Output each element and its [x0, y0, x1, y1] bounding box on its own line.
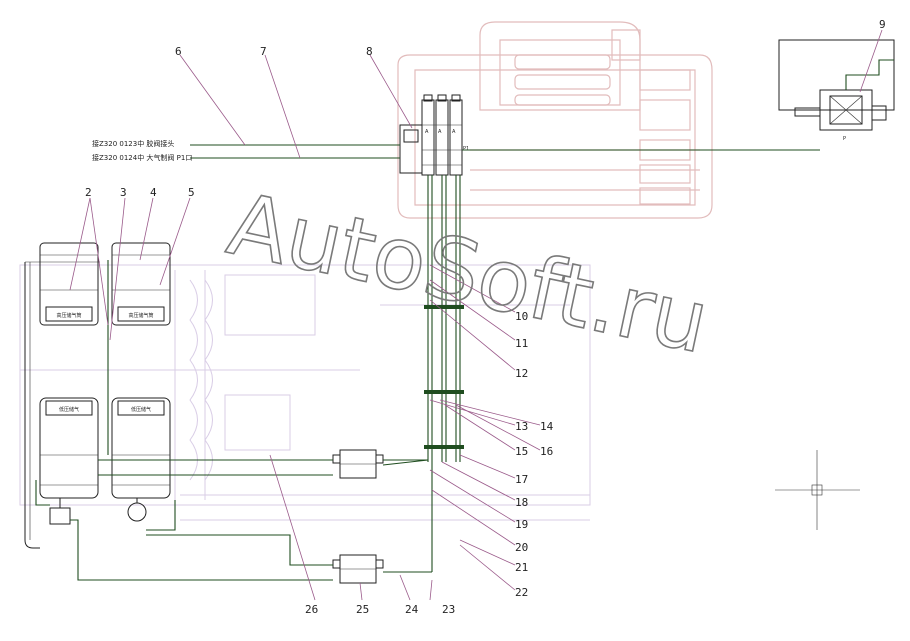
- callout-8: 8: [366, 45, 373, 58]
- pipe-fittings: [424, 305, 464, 449]
- callout-6: 6: [175, 45, 182, 58]
- callout-9: 9: [879, 18, 886, 31]
- note-line-a: 接Z320 0123中 胶阀接头: [92, 139, 174, 148]
- callout-11: 11: [515, 337, 528, 350]
- callout-22: 22: [515, 586, 528, 599]
- callout-10: 10: [515, 310, 528, 323]
- callout-2: 2: [85, 186, 92, 199]
- callout-25: 25: [356, 603, 369, 616]
- valve-stack: A A A P1: [399, 94, 469, 176]
- callout-26: 26: [305, 603, 318, 616]
- port-label: P1: [463, 146, 469, 152]
- tank-label: 低压储气: [131, 406, 151, 413]
- callout-23: 23: [442, 603, 455, 616]
- port-label: A: [438, 129, 442, 135]
- air-tank-lower-left: 低压储气: [39, 397, 99, 499]
- tank-label: 低压储气: [59, 406, 79, 413]
- note-line-b: 接Z320 0124中 大气制阀 P1口: [92, 153, 192, 162]
- port-label: A: [452, 129, 456, 135]
- callout-5: 5: [188, 186, 195, 199]
- cab-outline-ghost: [397, 21, 713, 219]
- callout-3: 3: [120, 186, 127, 199]
- leader-lines: [69, 29, 883, 601]
- center-mark: [775, 450, 860, 530]
- air-pipes: [35, 59, 894, 581]
- callout-24: 24: [405, 603, 419, 616]
- air-tank-upper-left: 高压储气筒: [39, 242, 99, 326]
- callout-14: 14: [540, 420, 554, 433]
- callout-17: 17: [515, 473, 528, 486]
- callout-4: 4: [150, 186, 157, 199]
- drain-valve: [49, 498, 147, 525]
- callout-21: 21: [515, 561, 528, 574]
- chassis-ghost: [19, 264, 591, 521]
- callout-12: 12: [515, 367, 528, 380]
- callout-20: 20: [515, 541, 528, 554]
- frame-bracket: [24, 261, 100, 549]
- callout-13: 13: [515, 420, 528, 433]
- callout-18: 18: [515, 496, 528, 509]
- callout-numbers: 6 7 8 9 2 3 4 5 10 11 12 13 14 15 16 17 …: [85, 18, 886, 616]
- tank-label: 高压储气筒: [56, 312, 81, 319]
- tank-label: 高压储气筒: [128, 312, 153, 319]
- callout-7: 7: [260, 45, 267, 58]
- modulator-valve: [332, 449, 384, 584]
- callout-16: 16: [540, 445, 553, 458]
- port-label: P: [843, 136, 846, 142]
- port-label: A: [425, 129, 429, 135]
- air-tank-lower-right: 低压储气: [111, 397, 171, 499]
- callout-15: 15: [515, 445, 528, 458]
- annotation-notes: 接Z320 0123中 胶阀接头 接Z320 0124中 大气制阀 P1口: [92, 139, 192, 162]
- relay-valve: P: [778, 39, 895, 142]
- callout-19: 19: [515, 518, 528, 531]
